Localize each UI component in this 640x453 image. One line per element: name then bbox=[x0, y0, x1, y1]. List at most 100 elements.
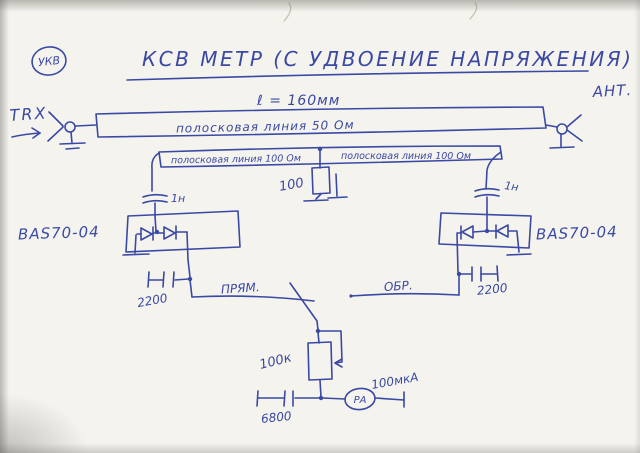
diode-left-partno: BAS70-04 bbox=[18, 223, 100, 244]
ground-bar bbox=[122, 253, 150, 256]
cap-plate bbox=[474, 193, 500, 198]
line-length-label: ℓ = 160мм bbox=[256, 93, 340, 109]
wire bbox=[75, 124, 97, 127]
ground-bar bbox=[65, 147, 80, 150]
junction-dot bbox=[317, 146, 323, 152]
reverse-wire bbox=[350, 292, 460, 297]
diode-pack-right bbox=[438, 211, 532, 273]
cap-1n-left bbox=[142, 193, 168, 217]
trx-port-label: TRX bbox=[9, 103, 48, 125]
wire bbox=[322, 397, 346, 400]
trx-connector bbox=[11, 111, 97, 150]
wire bbox=[189, 279, 193, 298]
diode-right-partno: BAS70-04 bbox=[536, 223, 618, 244]
ground-bar bbox=[303, 199, 329, 202]
wire bbox=[456, 233, 459, 273]
stripline-100ohm bbox=[151, 145, 503, 192]
junction-dot bbox=[154, 229, 160, 235]
mid-resistor-value: 100 bbox=[278, 176, 305, 195]
wire bbox=[516, 231, 520, 253]
diode-pack-outline bbox=[438, 212, 532, 249]
ant-connector bbox=[545, 114, 583, 149]
connector-fork bbox=[566, 129, 583, 142]
paper-crease-mark bbox=[469, 2, 478, 20]
cap-plate bbox=[142, 193, 168, 198]
reverse-label: ОБР. bbox=[383, 278, 413, 294]
wire bbox=[545, 124, 558, 128]
schematic-title: КСВ МЕТР (С УДВОЕНИЕ НАПРЯЖЕНИЯ) bbox=[142, 47, 633, 71]
wiper-arrow-head bbox=[334, 358, 343, 368]
cap-2200-right-value: 2200 bbox=[476, 281, 508, 298]
junction-dot bbox=[187, 276, 193, 282]
cap-1n-right-value: 1н bbox=[504, 179, 520, 194]
cap-2200-right bbox=[458, 265, 499, 296]
connector-body bbox=[556, 123, 568, 135]
diode-pack-left bbox=[122, 210, 241, 278]
wire bbox=[174, 278, 189, 281]
pot-body bbox=[307, 341, 333, 381]
cap-2200-left-value: 2200 bbox=[136, 291, 169, 310]
junction-dot bbox=[315, 328, 321, 334]
title-underline bbox=[126, 70, 589, 81]
meter-pa bbox=[322, 387, 405, 411]
junction-dot bbox=[456, 271, 462, 277]
ground-bar bbox=[549, 146, 575, 149]
potentiometer-100k bbox=[307, 330, 343, 398]
cap-plate bbox=[172, 271, 175, 288]
wire bbox=[319, 379, 322, 398]
diode-pack-outline bbox=[125, 210, 241, 253]
stripline-50ohm-label: полосковая линия 50 Ом bbox=[176, 118, 355, 136]
meter-designator: РА bbox=[354, 395, 367, 406]
scan-artifacts bbox=[283, 2, 478, 22]
wire bbox=[315, 193, 322, 200]
wire bbox=[374, 397, 405, 401]
input-arrow bbox=[11, 132, 41, 138]
wire bbox=[154, 215, 157, 232]
mid-resistor bbox=[303, 149, 348, 202]
stripline-100ohm-box bbox=[158, 145, 503, 168]
connector-fork bbox=[47, 126, 64, 142]
wire bbox=[472, 230, 488, 233]
ground-bar bbox=[59, 142, 86, 145]
cap-1n-left-value: 1н bbox=[171, 192, 185, 205]
connector-fork bbox=[48, 111, 64, 127]
ant-port-label: АНТ. bbox=[591, 81, 632, 101]
vhf-badge-label: УКВ bbox=[37, 54, 60, 69]
wire bbox=[151, 152, 160, 192]
stripline-50ohm-box bbox=[95, 106, 547, 138]
stripline-100ohm-right-label: полосковая линия 100 Ом bbox=[341, 151, 471, 162]
junction-dot bbox=[318, 395, 324, 401]
cap-6800 bbox=[256, 390, 320, 407]
ground-bar bbox=[506, 253, 532, 256]
wiper-wire bbox=[318, 330, 343, 364]
terminal-bar bbox=[147, 271, 150, 288]
terminal-bar bbox=[496, 265, 499, 282]
terminal-bar bbox=[256, 390, 259, 407]
connector-body bbox=[64, 121, 76, 133]
wire bbox=[485, 151, 502, 190]
paper-crease-mark bbox=[283, 2, 292, 22]
diode-triangle bbox=[163, 226, 176, 240]
junction-dots bbox=[154, 146, 490, 401]
vhf-badge-circle bbox=[31, 46, 67, 76]
switch-lever bbox=[289, 282, 319, 331]
wire bbox=[186, 231, 191, 278]
ink-strokes bbox=[11, 46, 589, 411]
connector-stem bbox=[70, 131, 73, 144]
cap-6800-value: 6800 bbox=[260, 409, 292, 426]
forward-label: ПРЯМ. bbox=[221, 280, 261, 297]
switch-contact-dot bbox=[349, 294, 353, 298]
stripline-100ohm-left-label: полосковая линия 100 Ом bbox=[171, 153, 301, 166]
input-arrow-head bbox=[31, 127, 41, 139]
junction-dot bbox=[484, 228, 490, 234]
wire bbox=[317, 331, 320, 344]
ground-bar bbox=[327, 196, 348, 199]
cap-plate bbox=[142, 199, 168, 204]
diode-triangle bbox=[140, 227, 153, 241]
resistor-body bbox=[311, 166, 331, 195]
wire bbox=[335, 173, 338, 197]
connector-fork bbox=[566, 114, 582, 128]
wire bbox=[134, 234, 137, 254]
